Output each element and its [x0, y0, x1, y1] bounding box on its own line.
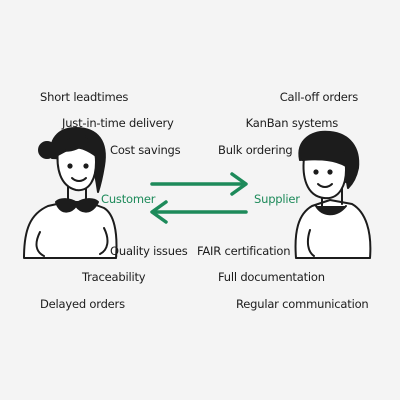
arrow-right-icon — [150, 172, 248, 196]
customer-issue-label: Traceability — [82, 270, 146, 284]
supplier-need-label: Bulk ordering — [218, 143, 293, 157]
customer-need-label: Short leadtimes — [40, 90, 129, 104]
customer-need-label: Just-in-time delivery — [62, 116, 174, 130]
customer-issue-label: Delayed orders — [40, 297, 125, 311]
arrow-left-icon — [150, 200, 248, 224]
supplier-need-label: KanBan systems — [245, 116, 339, 130]
supplier-role-label: Supplier — [254, 192, 300, 206]
supplier-issue-label: Full documentation — [218, 270, 325, 284]
customer-issue-label: Quality issues — [110, 244, 188, 258]
woman-avatar-icon — [23, 127, 118, 259]
supplier-issue-label: Regular communication — [236, 297, 369, 311]
supplier-need-label: Call-off orders — [279, 90, 358, 104]
supplier-issue-label: FAIR certification — [197, 244, 291, 258]
customer-need-label: Cost savings — [110, 143, 181, 157]
man-avatar-icon — [294, 130, 372, 259]
customer-role-label: Customer — [101, 192, 156, 206]
